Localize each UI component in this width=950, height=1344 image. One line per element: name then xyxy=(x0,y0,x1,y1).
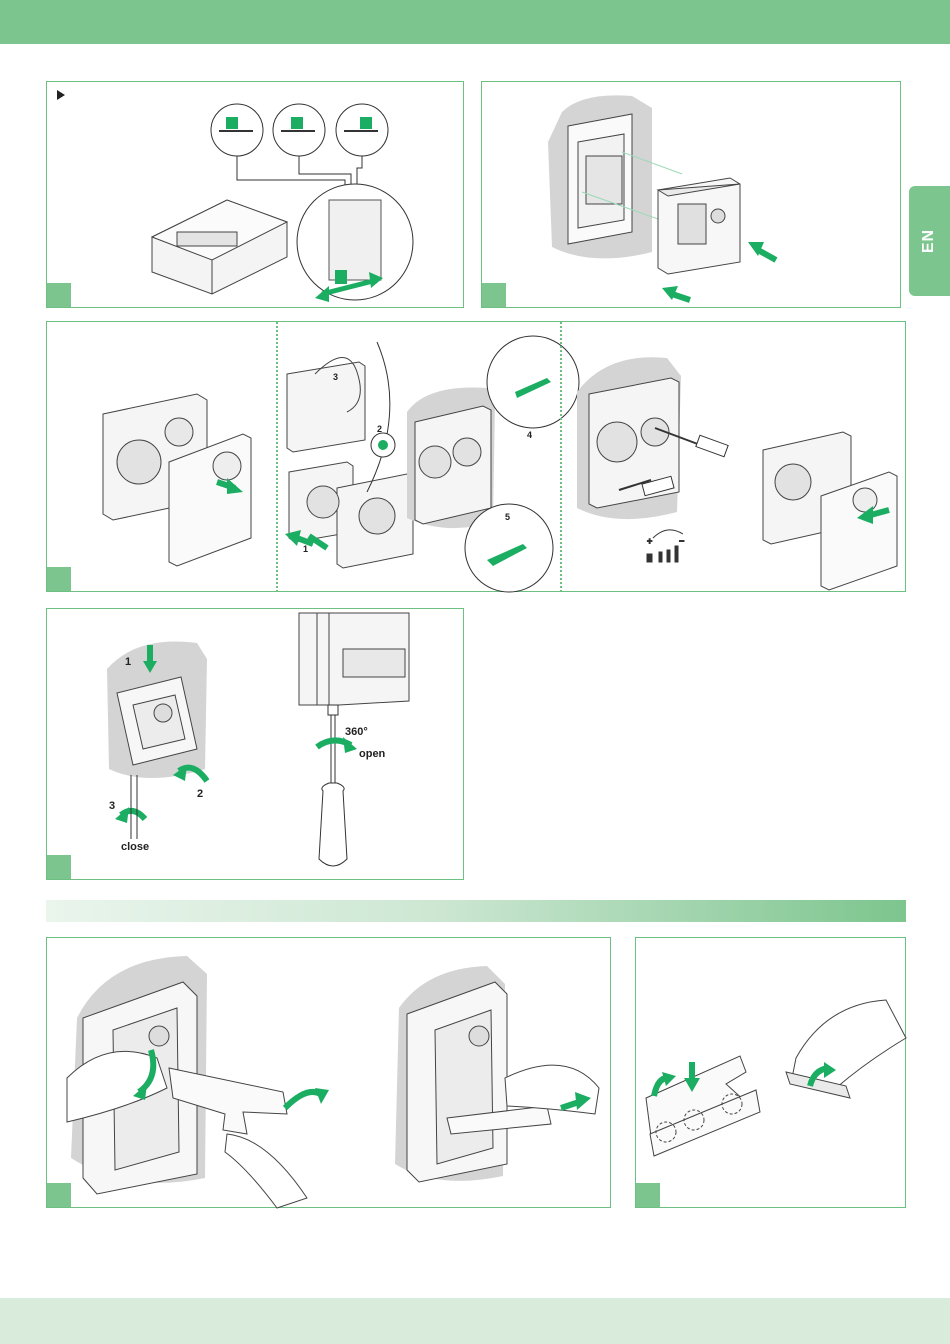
step-label-3: 3 xyxy=(333,372,338,382)
step-label-1: 1 xyxy=(303,544,308,554)
insert-arrow-icon xyxy=(758,250,776,260)
svg-text:−: − xyxy=(679,536,684,546)
frame-illustration: 1 2 3 close 360° open xyxy=(47,609,465,881)
open-label: open xyxy=(359,748,386,760)
insert-arrow-icon xyxy=(672,294,690,300)
removal-illustration xyxy=(47,938,612,1209)
panel-corner-marker xyxy=(482,283,506,307)
enclosure-detail xyxy=(299,613,409,705)
panel-divider xyxy=(560,322,562,592)
panel-corner-marker xyxy=(47,855,71,879)
contact-icon xyxy=(378,440,388,450)
key-illustration xyxy=(636,938,907,1209)
volume-adjust-icon: + − xyxy=(647,530,684,562)
language-tab-label: EN xyxy=(920,229,938,253)
jumper-illustration xyxy=(47,82,465,309)
cable-module-assembly xyxy=(287,357,413,568)
wall-frame xyxy=(407,982,507,1182)
hand-icon xyxy=(505,1065,599,1114)
panel-cover-removal xyxy=(46,937,611,1208)
panel-key-detail xyxy=(635,937,906,1208)
step-label-4: 4 xyxy=(527,430,532,440)
step-label-2: 2 xyxy=(197,788,203,800)
step-label-1: 1 xyxy=(125,656,131,668)
angle-label: 360° xyxy=(345,726,368,738)
close-label: close xyxy=(121,841,149,853)
panel-frame-fitting: 1 2 3 close 360° open xyxy=(46,608,464,880)
mounting-illustration xyxy=(482,82,902,309)
footer-bar xyxy=(0,1298,950,1344)
panel-module-mounting xyxy=(481,81,901,308)
panel-corner-marker xyxy=(47,1183,71,1207)
section-divider-bar xyxy=(46,900,906,922)
language-tab[interactable]: EN xyxy=(909,186,950,296)
slide-arrow-icon xyxy=(285,530,301,546)
module-body xyxy=(152,200,287,294)
hand-icon xyxy=(792,1000,906,1088)
back-box-frame xyxy=(568,114,632,244)
audio-module xyxy=(658,178,740,274)
jumper-icon xyxy=(335,270,347,284)
step-label-5: 5 xyxy=(505,512,510,522)
rotate-arrow-icon xyxy=(285,1092,323,1108)
panel-led-jumper xyxy=(46,81,464,308)
step-label-2: 2 xyxy=(377,424,382,434)
key-tool-icon xyxy=(646,1056,760,1156)
wall-mounted-module xyxy=(415,406,491,524)
panel-divider xyxy=(276,322,278,592)
play-marker-icon xyxy=(57,90,65,100)
panel-corner-marker xyxy=(636,1183,660,1207)
panel-installation-sequence: 3 2 1 4 5 + − xyxy=(46,321,906,592)
panel-corner-marker xyxy=(47,283,71,307)
header-bar xyxy=(0,0,950,44)
panel-corner-marker xyxy=(47,567,71,591)
svg-text:+: + xyxy=(647,536,652,546)
step-label-3: 3 xyxy=(109,800,115,812)
screwdriver-icon xyxy=(319,705,347,866)
hand-icon xyxy=(225,1134,307,1208)
sequence-illustration: 3 2 1 4 5 + − xyxy=(47,322,907,593)
